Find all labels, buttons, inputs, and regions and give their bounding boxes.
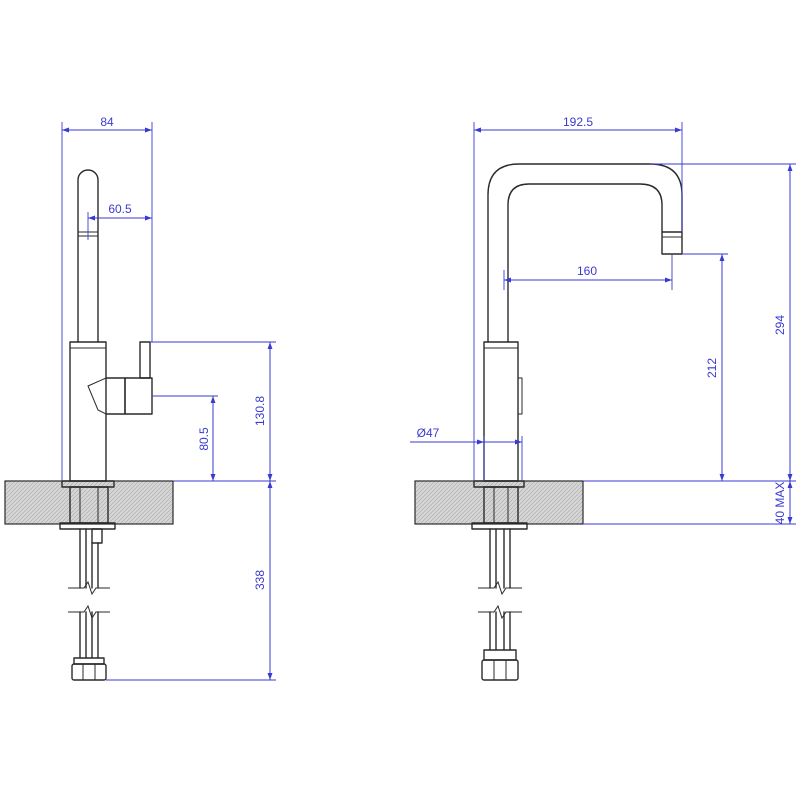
side-lever-handle bbox=[139, 341, 151, 379]
front-countertop bbox=[414, 480, 584, 525]
side-view: 84 60.5 130.8 80.5 338 bbox=[4, 115, 276, 681]
side-dim-1308-label: 130.8 bbox=[253, 396, 267, 426]
front-dim-40-label: 40 MAX bbox=[773, 482, 787, 525]
front-dim-294-label: 294 bbox=[773, 315, 787, 335]
front-break-top bbox=[478, 580, 522, 596]
side-countertop bbox=[4, 480, 174, 525]
front-mount-plate bbox=[471, 522, 528, 530]
front-break-bottom bbox=[478, 604, 522, 620]
front-lever-edge bbox=[517, 377, 523, 415]
side-dim-338-label: 338 bbox=[253, 570, 267, 590]
side-lever-cam bbox=[87, 377, 107, 415]
side-lever bbox=[105, 377, 126, 415]
front-dim-160-label: 160 bbox=[577, 264, 597, 278]
front-aerator bbox=[661, 231, 683, 255]
side-break-top bbox=[68, 580, 110, 596]
side-break-bottom bbox=[68, 604, 110, 620]
side-mount-plate bbox=[59, 522, 116, 530]
front-spout-inner bbox=[507, 183, 663, 343]
side-dim-805-label: 80.5 bbox=[197, 427, 211, 451]
front-body bbox=[483, 341, 519, 482]
front-hose-ferrule bbox=[483, 649, 517, 661]
side-hose-ferrule bbox=[73, 657, 105, 665]
side-hose-stud bbox=[91, 528, 103, 544]
side-spout bbox=[77, 169, 99, 343]
side-dim-84-label: 84 bbox=[100, 115, 114, 129]
front-hose-nut bbox=[481, 659, 519, 681]
front-dim-47-label: Ø47 bbox=[417, 426, 440, 440]
side-hose-nut bbox=[71, 663, 107, 681]
front-spout-outer bbox=[487, 163, 683, 343]
side-dim-605-label: 60.5 bbox=[108, 202, 132, 216]
front-dim-1925-label: 192.5 bbox=[563, 115, 593, 129]
front-view: 192.5 160 212 294 40 MAX Ø47 bbox=[410, 115, 796, 681]
side-lever-knob bbox=[124, 377, 153, 415]
front-dim-212-label: 212 bbox=[705, 358, 719, 378]
